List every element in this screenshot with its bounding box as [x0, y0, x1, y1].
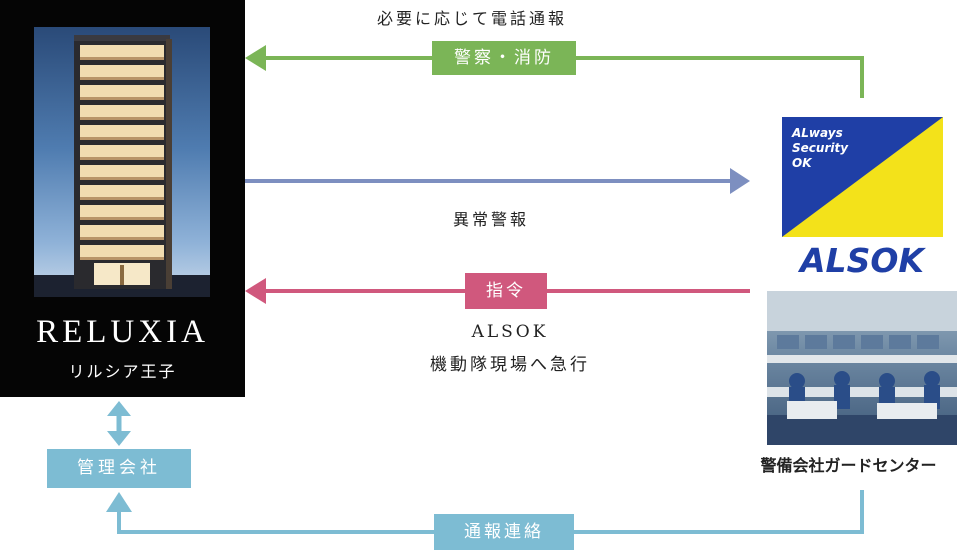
dispatch-caption-line2: 機動隊現場へ急行 — [430, 355, 590, 375]
building-photo — [34, 27, 210, 297]
notify-arrowhead — [106, 492, 132, 512]
order-arrowhead — [245, 278, 266, 304]
order-label: 指令 — [465, 273, 547, 309]
alarm-caption: 異常警報 — [453, 210, 530, 229]
alsok-logo-line1: ALways — [791, 126, 843, 140]
security-center-label: 警備会社ガードセンター — [760, 456, 937, 475]
alarm-arrowhead — [730, 168, 750, 194]
brand-subname: リルシア王子 — [68, 362, 177, 381]
emergency-call-caption: 必要に応じて電話通報 — [377, 9, 568, 28]
alsok-wordmark: ALSOK — [782, 241, 943, 280]
police-fire-arrowhead — [245, 45, 266, 71]
police-fire-label: 警察・消防 — [432, 41, 576, 75]
alsok-wordmark-text: ALSOK — [797, 242, 926, 278]
mgmt-link-arrowhead-down — [107, 431, 131, 446]
brand-name: RELUXIA — [36, 314, 209, 350]
security-center-photo — [767, 291, 957, 445]
building-illustration — [34, 35, 210, 297]
alsok-logo: ALways Security OK — [782, 117, 943, 237]
dispatch-caption-line1: ALSOK — [471, 322, 549, 342]
building-panel: RELUXIA リルシア王子 — [0, 0, 245, 397]
mgmt-link-arrowhead-up — [107, 401, 131, 416]
notify-label: 通報連絡 — [434, 514, 574, 550]
alsok-logo-line2: Security — [792, 141, 849, 155]
alsok-logo-graphic: ALways Security OK — [782, 117, 943, 237]
management-company-box: 管理会社 — [47, 449, 191, 488]
control-room-illustration — [767, 291, 957, 445]
alsok-logo-line3: OK — [792, 156, 813, 170]
